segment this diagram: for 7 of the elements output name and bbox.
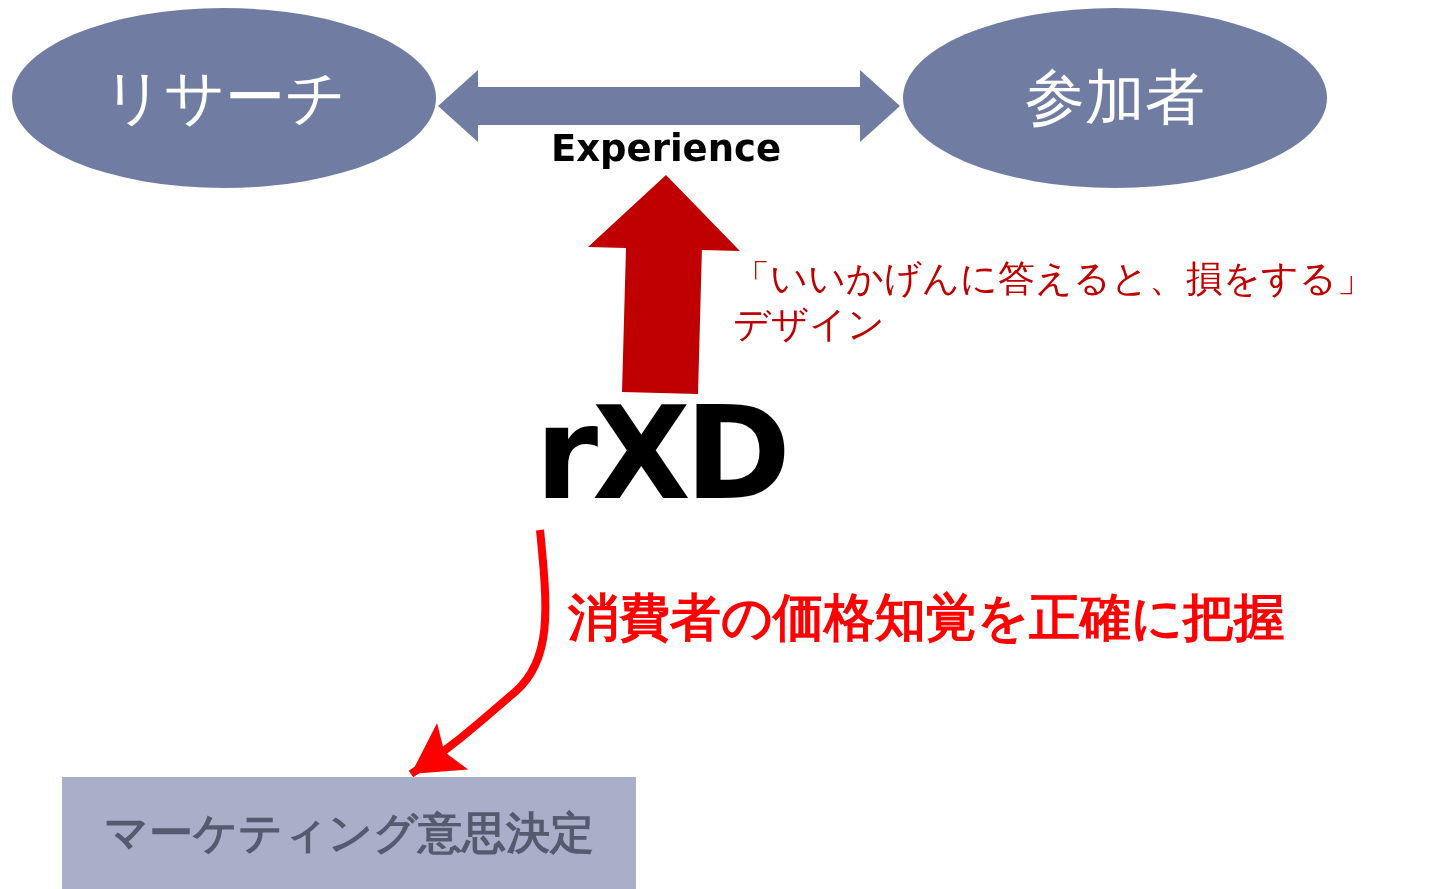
title-text: rXD xyxy=(505,393,815,513)
label-box: マーケティング意思決定 xyxy=(62,777,636,889)
double-arrow xyxy=(438,70,900,142)
ellipse: リサーチ xyxy=(12,8,436,188)
ellipse: 参加者 xyxy=(903,8,1327,188)
curved-arrow xyxy=(408,529,550,778)
block-arrow xyxy=(588,175,740,394)
